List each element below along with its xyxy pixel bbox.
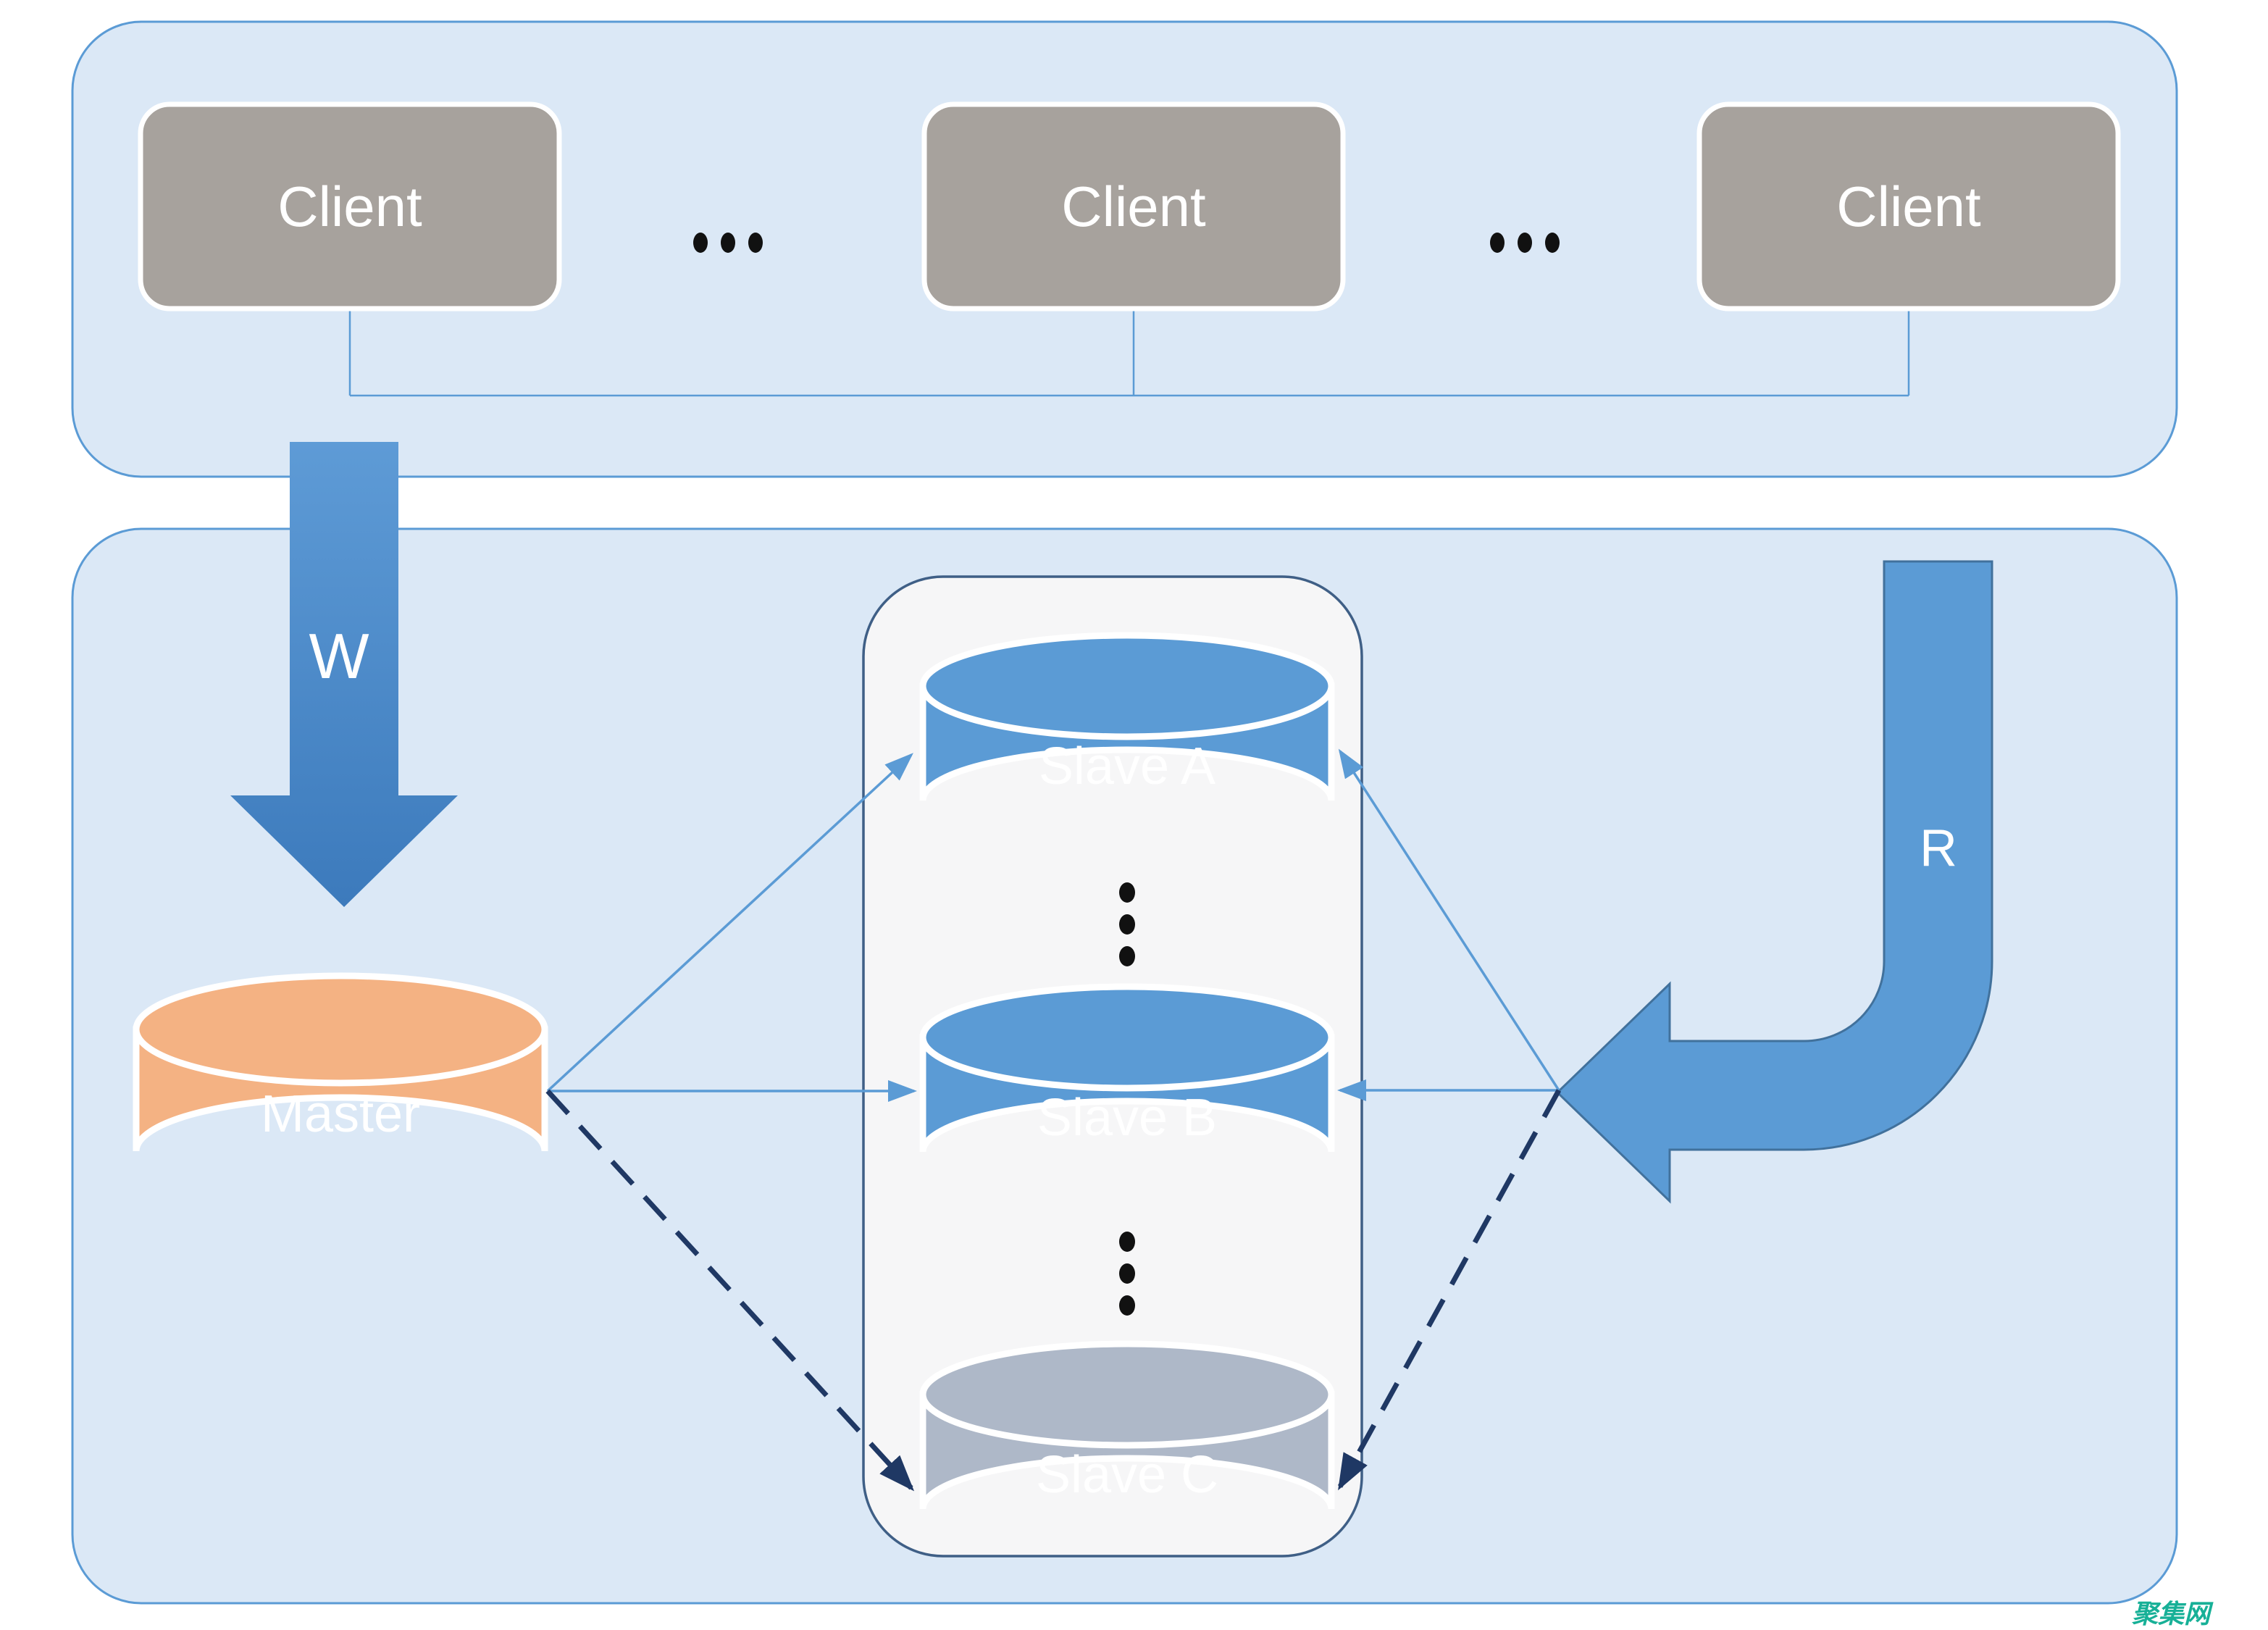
client-box [921, 101, 1346, 312]
client-box [1696, 101, 2121, 312]
cylinder-top [919, 983, 1335, 1092]
master-cylinder: Master [133, 972, 548, 1152]
write-arrow-label: W [309, 620, 369, 692]
cylinder-top [133, 972, 548, 1087]
slave-a-cylinder: Slave A [919, 632, 1335, 801]
slave-c-label: Slave C [1036, 1446, 1218, 1504]
client-label: Client [1836, 175, 1981, 238]
slave-b-cylinder: Slave B [919, 983, 1335, 1153]
slave-c-cylinder: Slave C [919, 1340, 1335, 1510]
ellipsis-vertical-icon [1119, 882, 1135, 966]
slave-a-label: Slave A [1039, 737, 1215, 795]
master-to-slave-a-link [546, 753, 913, 1092]
cylinder-top [919, 632, 1335, 740]
ellipsis-horizontal-icon [1490, 233, 1560, 253]
read-arrow-label: R [1920, 819, 1957, 877]
write-arrow: W [230, 442, 458, 907]
master-label: Master [261, 1085, 420, 1143]
master-to-slave-c-link-dashed [545, 1089, 915, 1492]
read-to-slave-c-link-dashed [1337, 1089, 1562, 1491]
read-arrow: R [1555, 560, 1993, 1204]
client-node-2: Client [921, 101, 1346, 312]
watermark: 聚集网 [2132, 1599, 2214, 1629]
client-node-1: Client [138, 101, 562, 312]
write-arrow-shape [230, 442, 458, 907]
slave-b-label: Slave B [1037, 1089, 1217, 1147]
read-arrow-shape [1555, 560, 1993, 1204]
client-label: Client [1061, 175, 1206, 238]
client-box [138, 101, 562, 312]
read-to-slave-a-link [1338, 748, 1560, 1091]
client-connector-lines [348, 309, 1910, 397]
ellipsis-horizontal-icon [693, 233, 763, 253]
client-label: Client [277, 175, 422, 238]
ellipsis-vertical-icon [1119, 1232, 1135, 1316]
cylinder-top [919, 1340, 1335, 1449]
client-node-3: Client [1696, 101, 2121, 312]
